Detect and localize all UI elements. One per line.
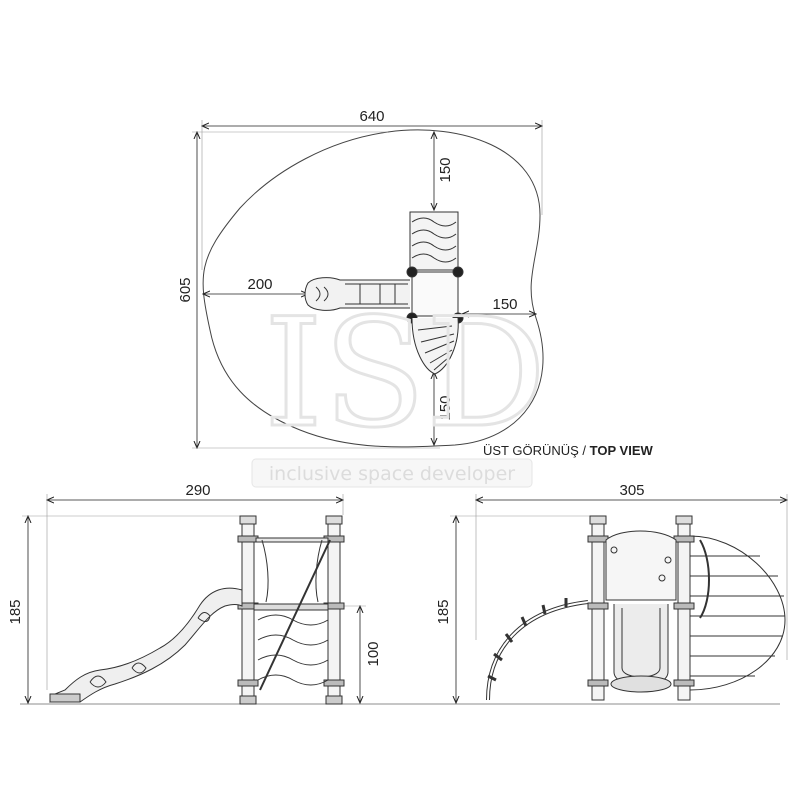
dimension-height: 605 (177, 132, 440, 448)
dimension-left-clearance: 200 (203, 276, 308, 294)
front-width-label: 305 (619, 482, 644, 499)
left-clearance-label: 200 (247, 276, 272, 293)
arch-climber-top (411, 317, 459, 375)
right-clearance-label: 150 (492, 296, 517, 313)
ladder-front (689, 535, 786, 691)
side-view: 290 185 100 (7, 482, 780, 705)
top-view-caption: ÜST GÖRÜNÜŞ / TOP VIEW (483, 443, 653, 458)
front-height-label: 185 (435, 599, 452, 624)
post (406, 266, 418, 278)
dimension-side-width: 290 (47, 482, 343, 690)
top-clearance-label: 150 (437, 157, 454, 182)
dimension-platform-height: 100 (340, 606, 382, 703)
platform-top (411, 271, 459, 317)
equipment-top-view (304, 211, 464, 375)
platform-side (253, 603, 329, 611)
post-right (677, 519, 691, 701)
dimension-top-clearance: 150 (434, 132, 454, 210)
post-left (241, 519, 255, 701)
front-structure (486, 515, 786, 701)
bottom-clearance-label: 150 (437, 395, 454, 420)
dimension-front-height: 185 (435, 516, 600, 703)
post-left (591, 519, 605, 701)
dimension-right-clearance: 150 (462, 296, 536, 314)
watermark-tag-box (251, 458, 533, 488)
post-right (327, 519, 341, 701)
dimension-bottom-clearance: 150 (434, 372, 454, 445)
front-view: 305 185 (435, 482, 787, 703)
slide-side (49, 587, 243, 703)
ladder-top (409, 211, 459, 271)
side-structure (49, 515, 345, 705)
post (452, 266, 464, 278)
watermark: ISD inclusive space developer (251, 286, 548, 488)
watermark-logo: ISD (264, 287, 546, 461)
top-view: 640 605 200 150 150 150 (177, 108, 653, 458)
safety-zone-outline (202, 129, 544, 448)
width-label: 640 (359, 108, 384, 125)
height-label: 605 (177, 277, 194, 302)
dimension-width: 640 (202, 108, 542, 270)
side-height-label: 185 (7, 599, 24, 624)
dimension-front-width: 305 (476, 482, 787, 660)
watermark-tagline: inclusive space developer (269, 463, 515, 485)
side-width-label: 290 (185, 482, 210, 499)
platform-height-label: 100 (365, 641, 382, 666)
dimension-side-height: 185 (7, 516, 240, 703)
slide-top (304, 277, 410, 311)
